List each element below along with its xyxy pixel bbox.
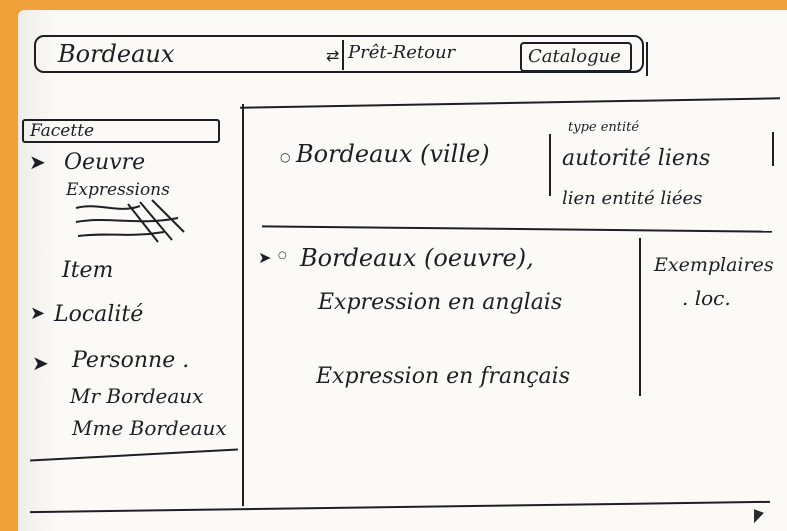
main-panel-left-border bbox=[242, 104, 244, 506]
chevron-right-icon[interactable]: ➤ bbox=[258, 248, 272, 267]
expression-item-english[interactable]: Expression en anglais bbox=[318, 290, 563, 315]
tab-catalogue-label: Catalogue bbox=[528, 46, 621, 67]
facet-group-localite[interactable]: Localité bbox=[54, 302, 144, 327]
work-title[interactable]: Bordeaux (oeuvre), bbox=[300, 244, 534, 272]
entity-title[interactable]: Bordeaux (ville) bbox=[296, 140, 490, 168]
expression-item-french[interactable]: Expression en français bbox=[316, 364, 570, 389]
arrow-icon: ⇄ bbox=[326, 46, 340, 65]
search-bar[interactable] bbox=[34, 35, 644, 73]
chevron-right-icon[interactable]: ➤ bbox=[30, 303, 46, 324]
facet-group-personne[interactable]: Personne . bbox=[72, 348, 190, 373]
chevron-right-icon[interactable]: ➤ bbox=[29, 150, 46, 174]
facet-filter-box[interactable] bbox=[22, 119, 220, 143]
facet-item-item[interactable]: Item bbox=[62, 258, 114, 283]
copies-location[interactable]: . loc. bbox=[682, 286, 731, 310]
entity-right-edge bbox=[772, 132, 774, 166]
facet-item-mme-bordeaux[interactable]: Mme Bordeaux bbox=[72, 416, 227, 440]
facet-filter-label: Facette bbox=[30, 121, 95, 141]
scribble-strike-svg bbox=[75, 199, 185, 243]
tab-divider-2 bbox=[646, 42, 648, 76]
facet-item-mr-bordeaux[interactable]: Mr Bordeaux bbox=[70, 384, 204, 408]
chevron-right-icon[interactable]: ➤ bbox=[32, 351, 49, 375]
entity-type-note: type entité bbox=[568, 120, 640, 135]
entity-divider bbox=[549, 134, 551, 196]
facet-group-oeuvre[interactable]: Oeuvre bbox=[64, 150, 146, 175]
facet-item-expressions[interactable]: Expressions bbox=[66, 180, 170, 200]
entity-link-related[interactable]: lien entité liées bbox=[562, 188, 703, 209]
tab-pret-retour[interactable]: Prêt-Retour bbox=[348, 42, 456, 63]
tab-divider-1 bbox=[342, 40, 344, 70]
entity-link-authority[interactable]: autorité liens bbox=[562, 146, 711, 171]
radio-bullet-icon[interactable]: ○ bbox=[278, 250, 287, 261]
work-copies-divider bbox=[639, 238, 641, 396]
radio-bullet-icon[interactable]: ○ bbox=[280, 150, 291, 164]
scribble-strike-icon bbox=[68, 198, 198, 248]
copies-title: Exemplaires bbox=[654, 254, 774, 276]
tab-catalogue[interactable] bbox=[520, 42, 632, 72]
search-input-value[interactable]: Bordeaux bbox=[58, 40, 175, 68]
